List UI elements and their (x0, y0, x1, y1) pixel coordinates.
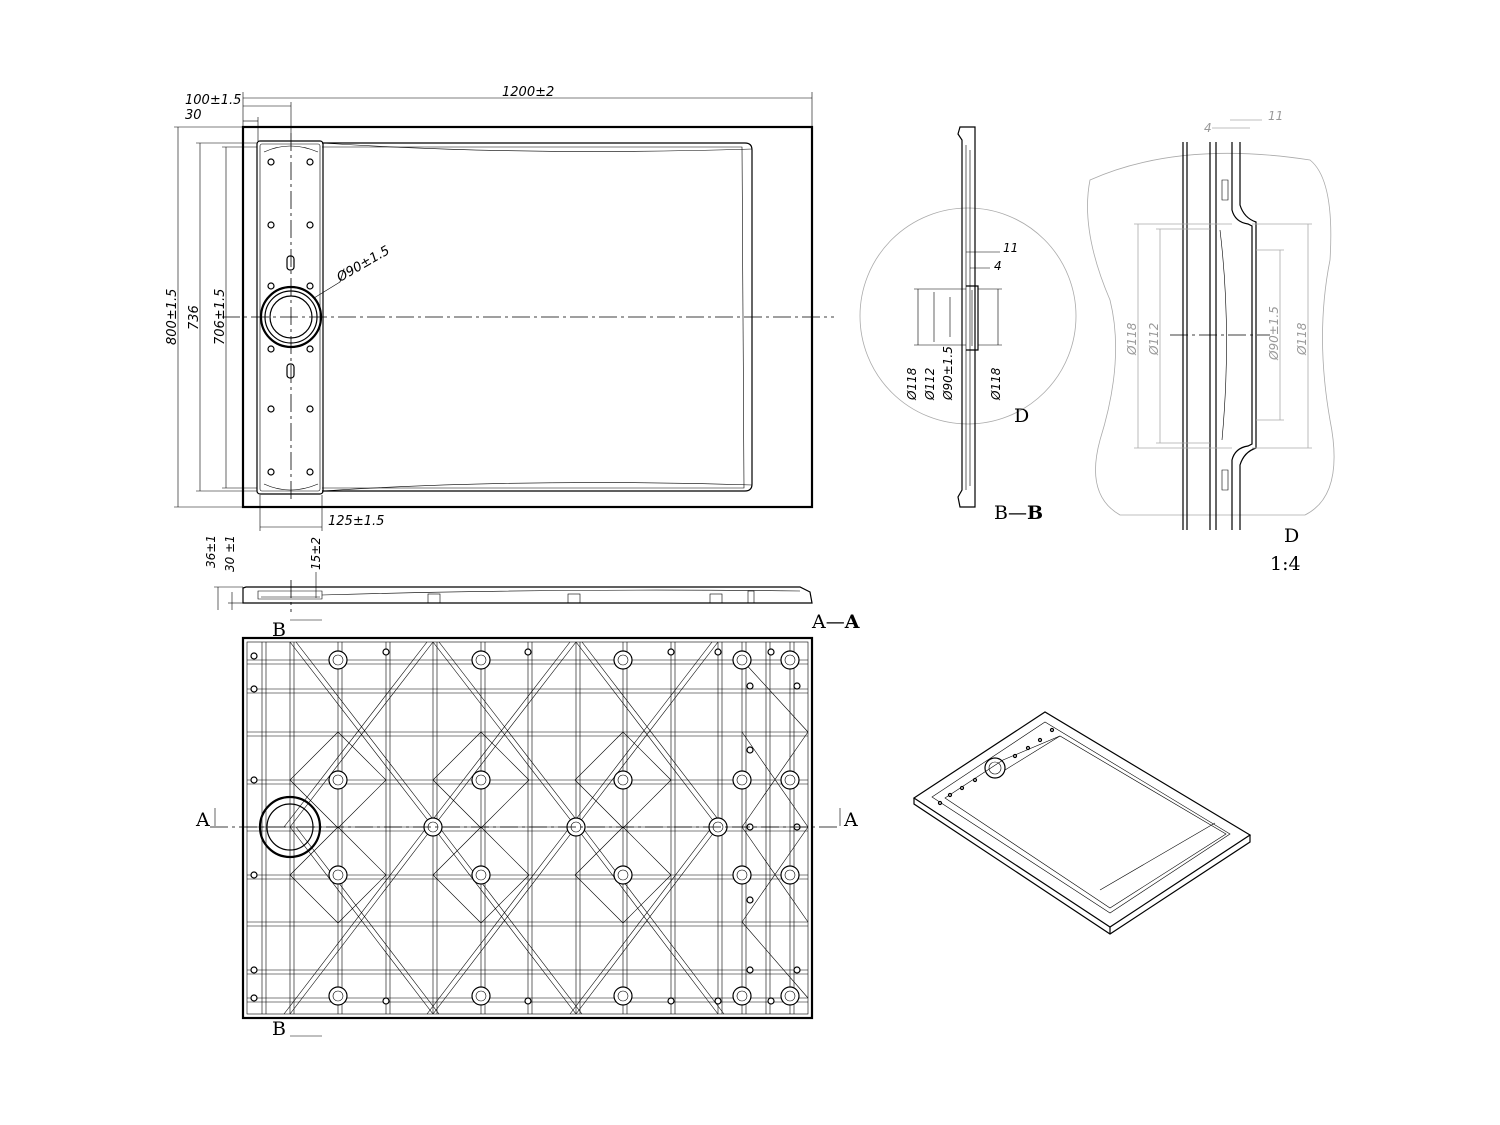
section-aa: 36±1 30 ±1 15±2 A—A (204, 535, 860, 633)
d-dim-4: 4 (1204, 121, 1212, 135)
detail-profile (1209, 142, 1257, 530)
d-dim-d118b: Ø118 (1295, 322, 1309, 356)
detail-label: D (1284, 525, 1299, 547)
isometric-view (912, 711, 1252, 935)
detail-circle (859, 207, 1077, 425)
bb-dim-d118a: Ø118 (905, 367, 919, 401)
cut-a-left: A (195, 809, 210, 831)
bb-dim-d90: Ø90±1.5 (941, 346, 955, 401)
bb-dim-d112: Ø112 (923, 368, 937, 401)
section-bb-label: B—B (994, 502, 1043, 524)
bottom-view: B B A A (195, 619, 858, 1040)
channel-holes (267, 158, 314, 476)
drain-channel (256, 140, 324, 495)
dim-inner: 736 (187, 305, 202, 330)
dim-width: 1200±2 (502, 85, 554, 100)
section-bb: 11 4 Ø118 Ø112 Ø90±1.5 Ø118 D B—B (859, 126, 1077, 524)
dim-body: 30 ±1 (223, 535, 237, 572)
cut-b-bottom: B (272, 1018, 286, 1040)
cut-a-right: A (843, 809, 858, 831)
dim-total: 36±1 (204, 535, 218, 568)
dim-drain-depth: 15±2 (309, 537, 323, 570)
dim-height: 800±1.5 (165, 289, 180, 345)
plan-view: 1200±2 100±1.5 30 800±1.5 736 706±1.5 Ø9… (165, 85, 834, 531)
bb-dim-d118b: Ø118 (989, 367, 1003, 401)
dim-drain: Ø90±1.5 (334, 243, 393, 286)
dim-edge: 100±1.5 (185, 93, 241, 108)
section-aa-label: A—A (811, 611, 860, 633)
d-dim-11: 11 (1268, 109, 1283, 123)
detail-scale: 1:4 (1270, 553, 1301, 575)
d-dim-d90: Ø90±1.5 (1267, 306, 1281, 361)
d-dim-d112: Ø112 (1147, 323, 1161, 356)
dim-channel: 706±1.5 (213, 289, 228, 345)
dim-offset: 125±1.5 (328, 514, 384, 529)
bb-detail-marker: D (1014, 405, 1029, 427)
cut-b-top: B (272, 619, 286, 641)
bb-dim-4: 4 (994, 259, 1002, 273)
d-dim-d118a: Ø118 (1125, 322, 1139, 356)
bottom-outline (241, 636, 814, 1020)
detail-boundary (1087, 152, 1335, 516)
bb-dim-11: 11 (1003, 241, 1018, 255)
section-bb-profile (957, 126, 976, 508)
dim-rim: 30 (185, 108, 202, 123)
detail-d: 4 11 Ø118 Ø112 Ø90±1.5 Ø118 D 1:4 (1087, 109, 1335, 575)
